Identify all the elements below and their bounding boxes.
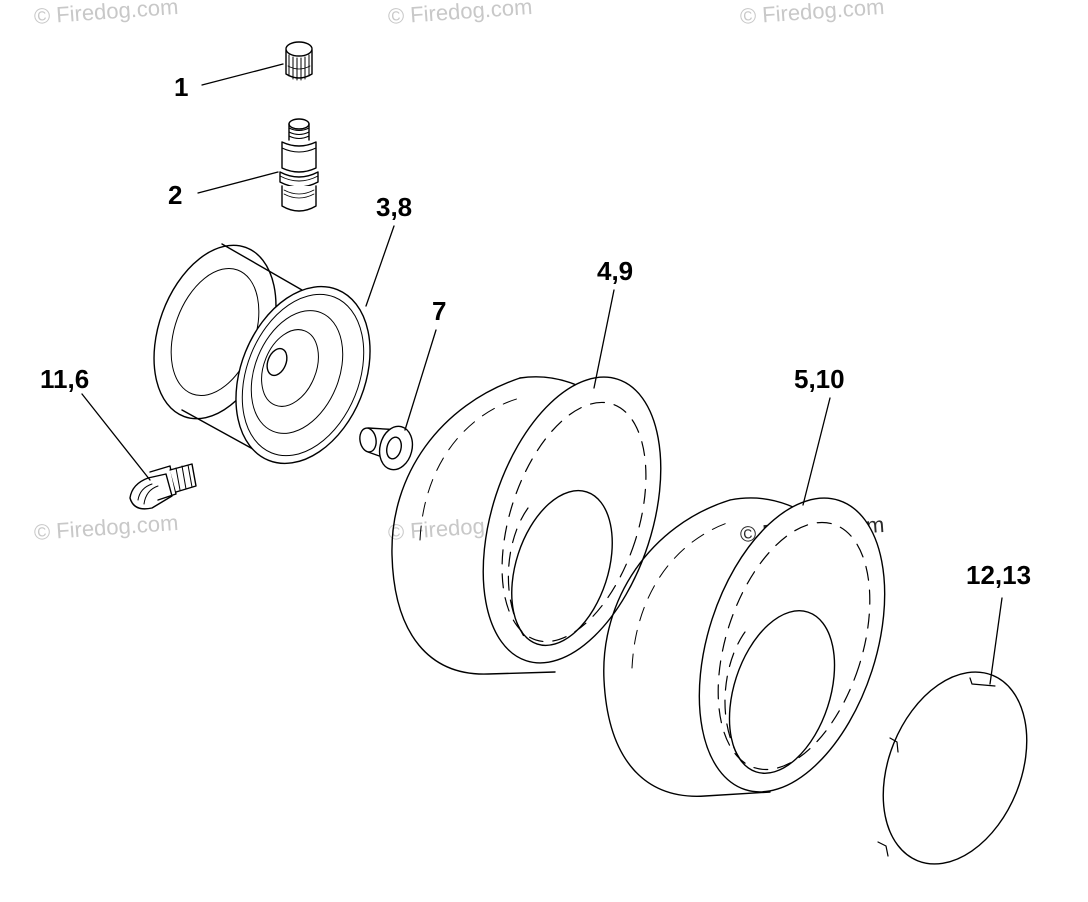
hubcap-part	[877, 671, 1028, 865]
callout-2: 2	[168, 180, 183, 210]
callout-1: 1	[174, 72, 189, 102]
grease-fitting-part	[129, 463, 197, 510]
callout-7: 7	[432, 296, 447, 326]
callout-3-8: 3,8	[376, 192, 413, 222]
rim-part	[153, 243, 371, 465]
tire-part	[603, 497, 886, 797]
valve-stem-part	[279, 118, 319, 212]
callout-5-10: 5,10	[794, 364, 845, 394]
leader-lines	[81, 63, 1003, 685]
callout-12-13: 12,13	[966, 560, 1032, 590]
valve-cap-part	[285, 41, 313, 81]
bushing-part	[359, 425, 414, 471]
callout-11-6: 11,6	[40, 364, 90, 394]
tire-part	[391, 376, 662, 675]
callout-4-9: 4,9	[597, 256, 634, 286]
